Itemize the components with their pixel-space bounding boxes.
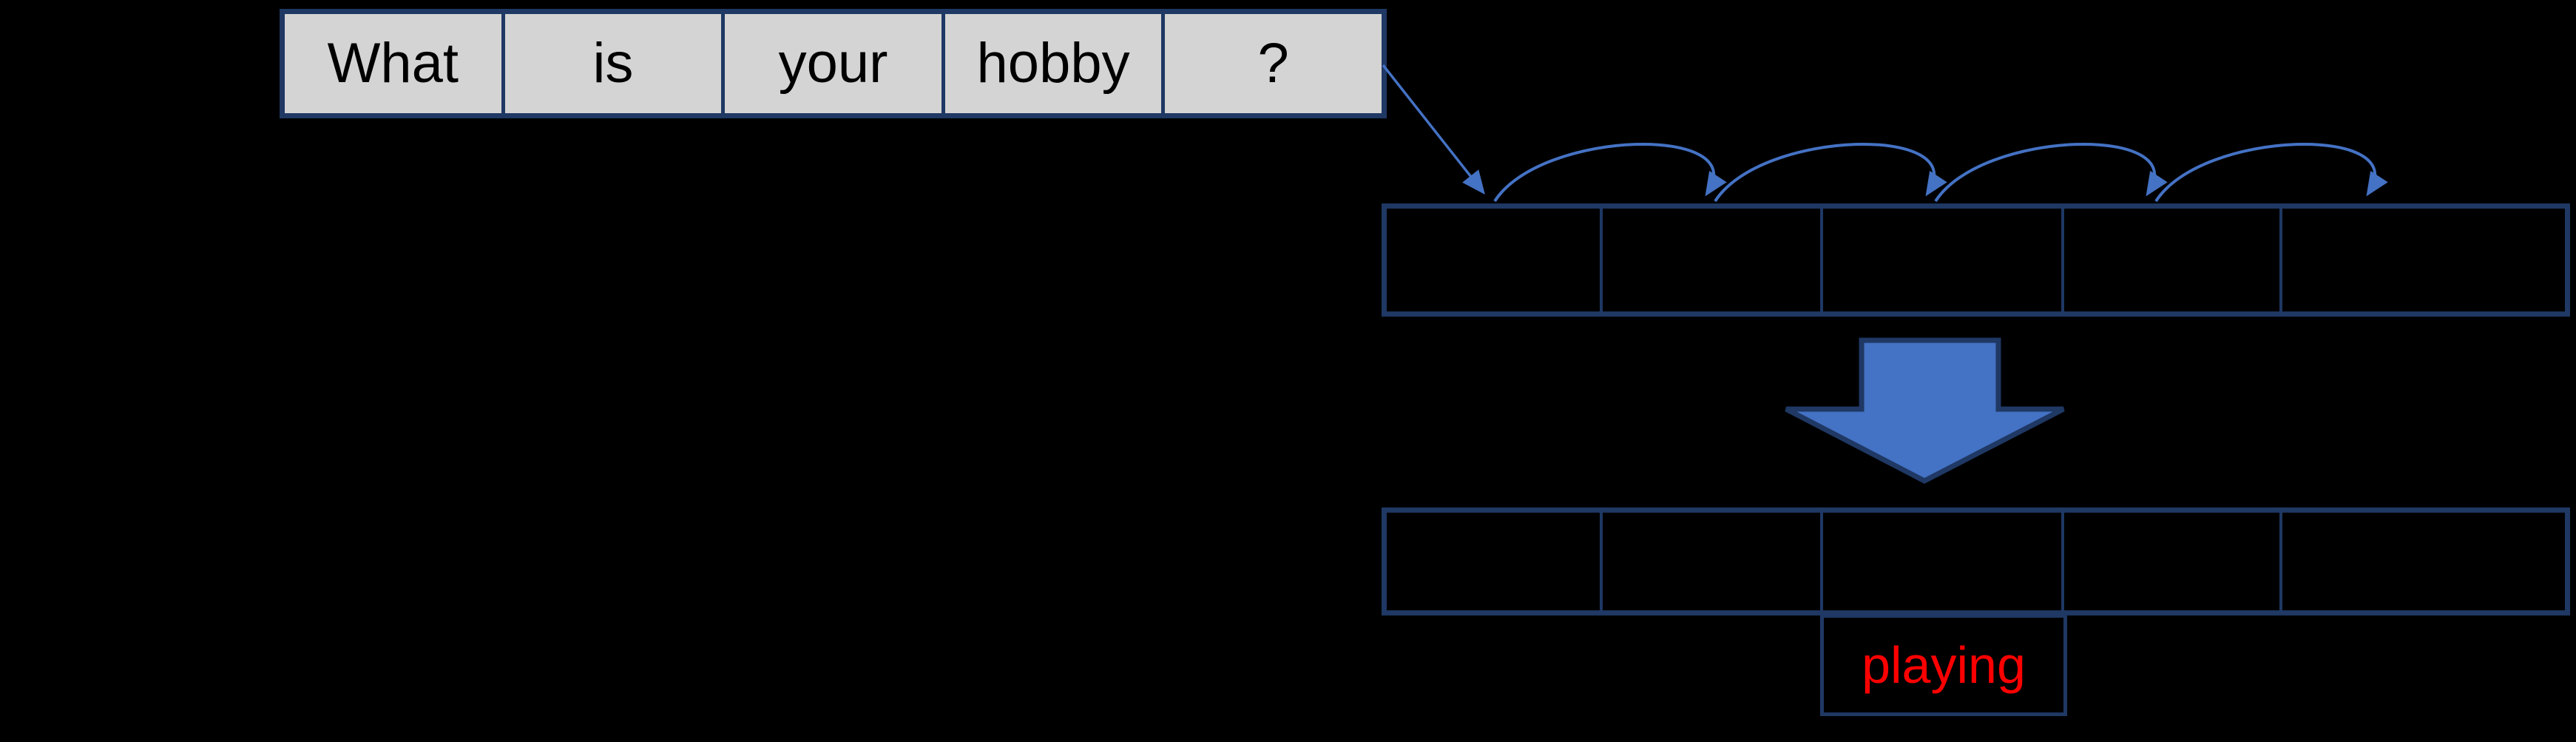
upper-slot-3 [1823, 209, 2064, 311]
hop-arc-1-icon [1493, 142, 1727, 203]
word-label-4: hobby [976, 32, 1130, 95]
answer-label: playing [1862, 636, 2026, 694]
block-down-arrow-icon [1785, 337, 2065, 484]
hop-arc-2-icon [1714, 142, 1947, 203]
word-cell-3: your [725, 14, 945, 113]
hop-arc-3-icon [1934, 142, 2168, 203]
word-label-2: is [592, 32, 634, 95]
word-cell-1: What [285, 14, 505, 113]
lower-slot-3 [1823, 513, 2064, 610]
scan-pointer-arrow-icon [1382, 64, 1485, 195]
word-label-1: What [327, 32, 459, 95]
upper-slot-2 [1603, 209, 1823, 311]
upper-slot-4 [2064, 209, 2283, 311]
lower-slot-row [1382, 507, 2570, 615]
upper-slot-row [1382, 203, 2570, 317]
sentence-table: What is your hobby ? [280, 9, 1387, 118]
lower-slot-2 [1603, 513, 1823, 610]
hop-arc-4-icon [2154, 142, 2388, 203]
word-label-5: ? [1257, 32, 1289, 95]
lower-slot-4 [2064, 513, 2283, 610]
word-cell-4: hobby [944, 14, 1166, 113]
word-label-3: your [778, 32, 888, 95]
answer-box: playing [1820, 614, 2067, 716]
upper-slot-1 [1387, 209, 1603, 311]
word-cell-2: is [504, 14, 726, 113]
word-cell-5: ? [1165, 14, 1382, 113]
lower-slot-1 [1387, 513, 1603, 610]
